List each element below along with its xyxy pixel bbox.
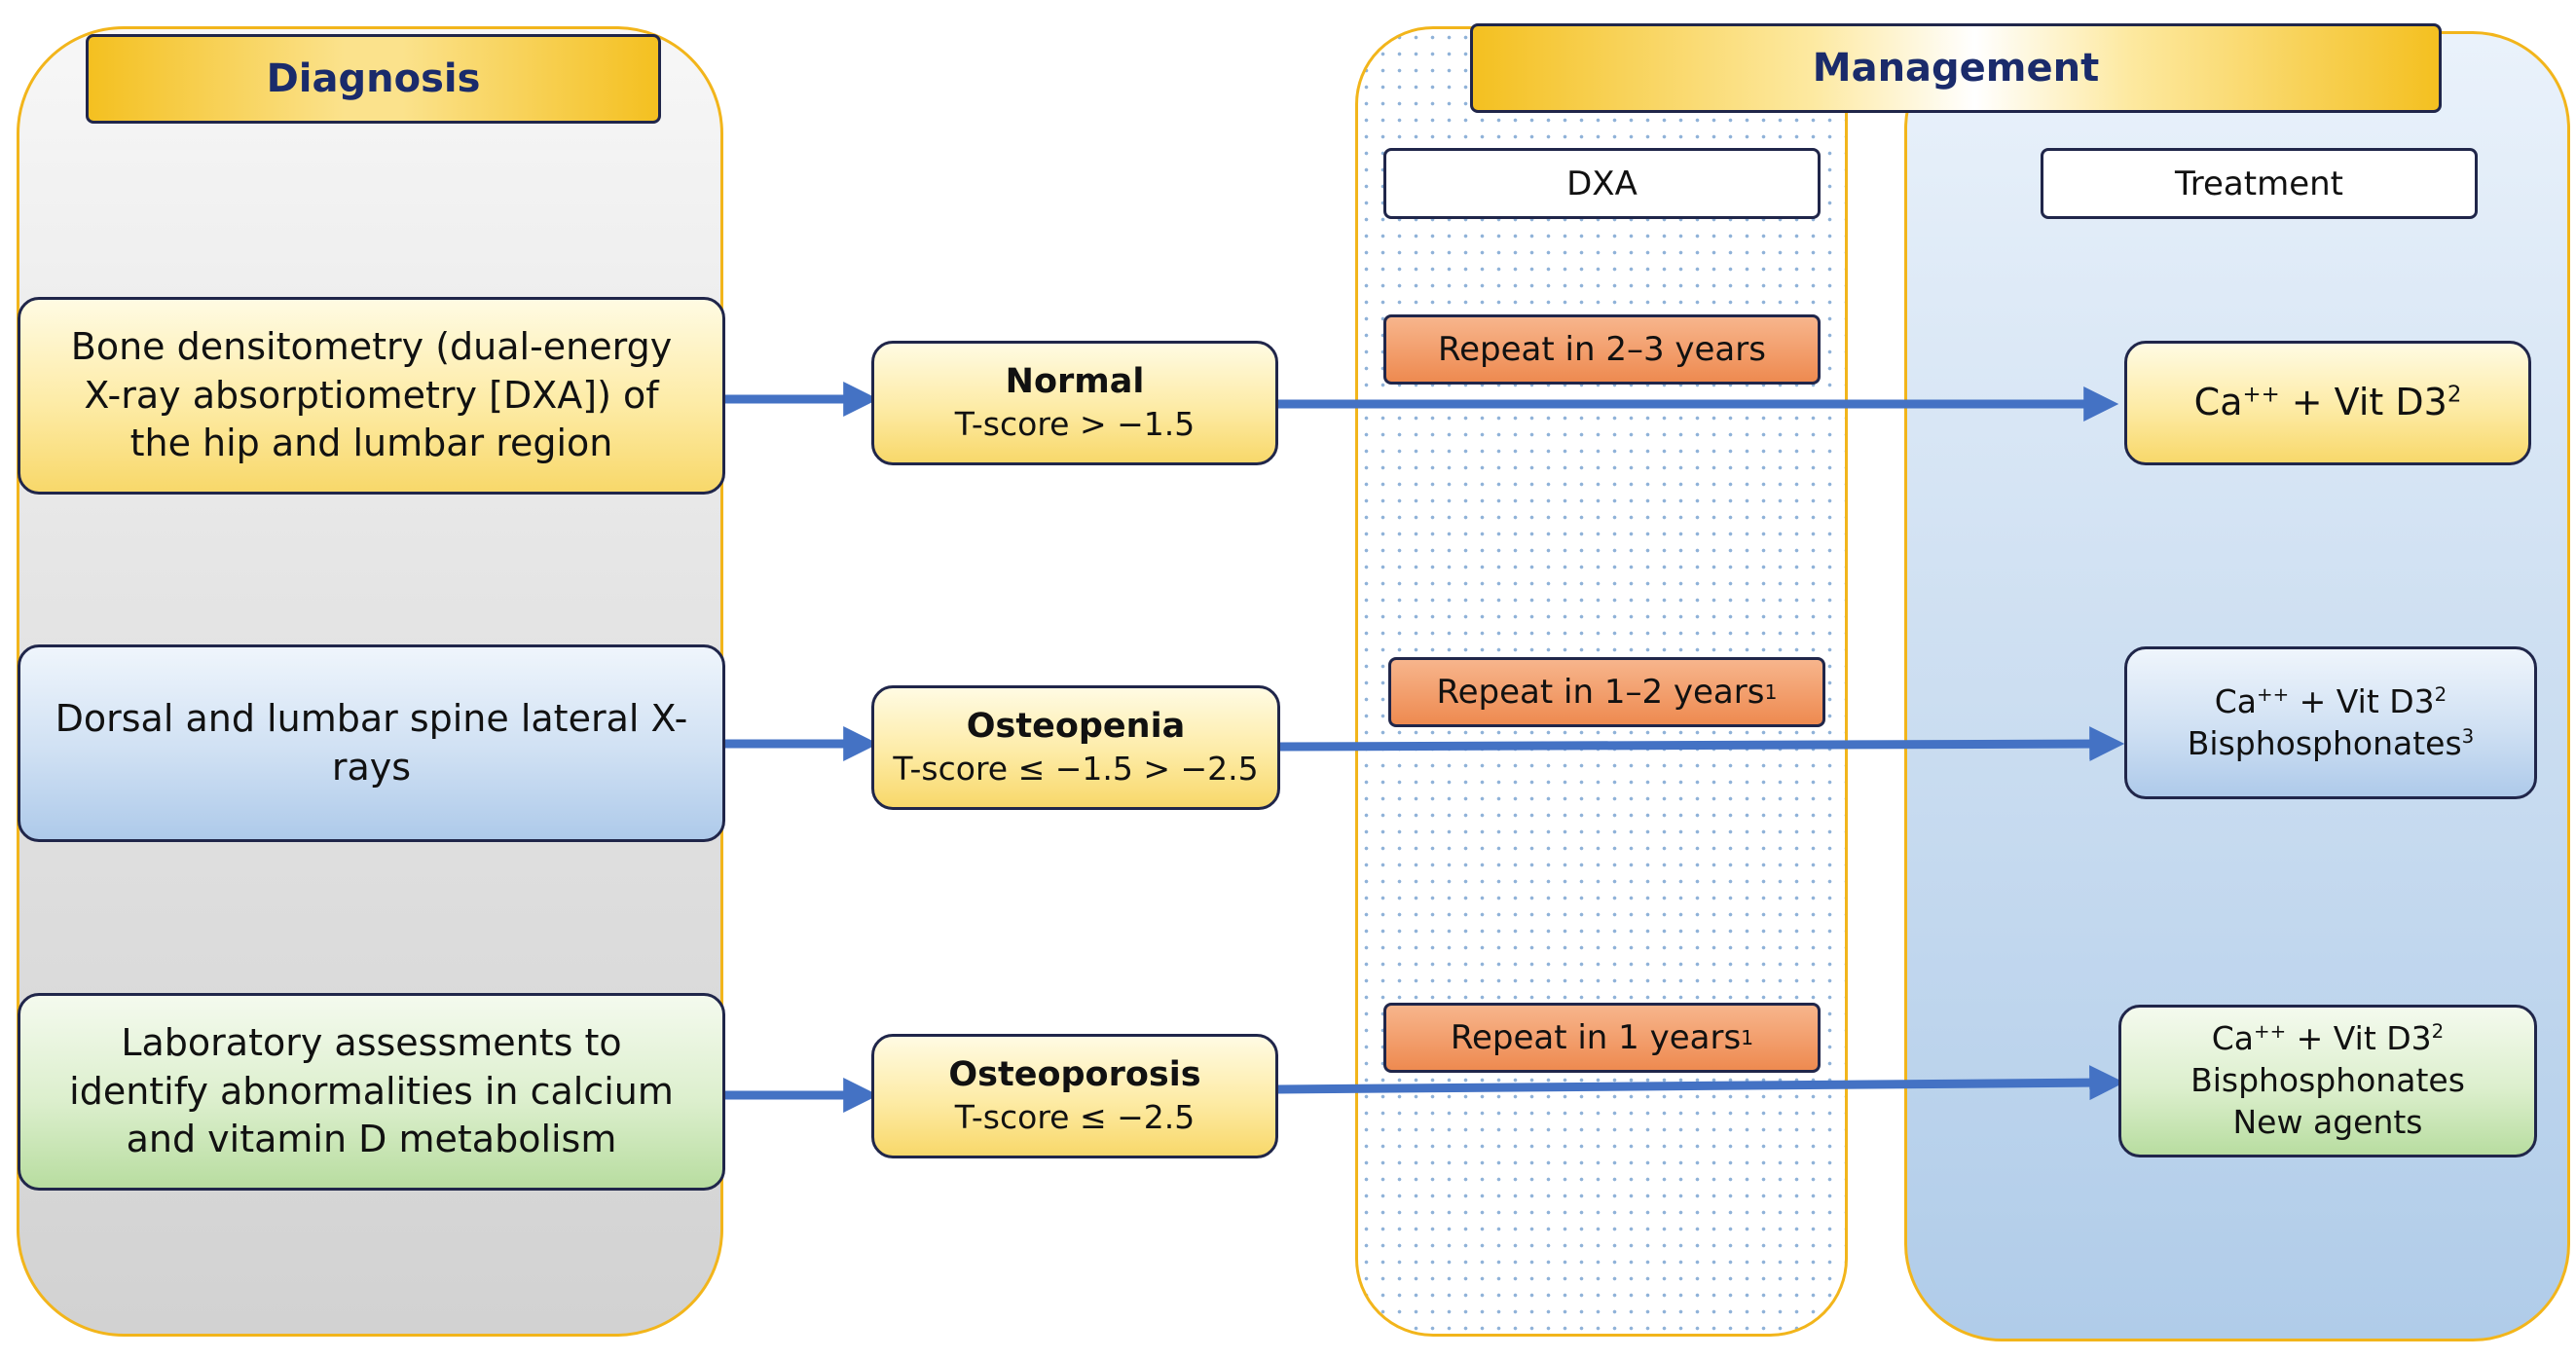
dxa-header: DXA [1383, 148, 1821, 219]
diagnosis-dxa-box: Bone densitometry (dual-energy X-ray abs… [18, 297, 725, 495]
management-header: Management [1470, 23, 2442, 113]
classification-normal-box: Normal T-score > −1.5 [871, 341, 1278, 465]
classification-normal-title: Normal [1005, 361, 1145, 401]
classification-osteopenia-box: Osteopenia T-score ≤ −1.5 > −2.5 [871, 685, 1280, 810]
treatment-normal-line1: Ca++ + Vit D32 [2194, 379, 2462, 426]
dxa-repeat-osteopenia-text: Repeat in 1–2 years [1436, 673, 1765, 712]
treatment-osteoporosis-vit: + Vit D3 [2286, 1019, 2432, 1058]
diagnosis-lab-box: Laboratory assessments to identify abnor… [18, 993, 725, 1191]
treatment-osteoporosis-line1: Ca++ + Vit D32 [2212, 1018, 2445, 1060]
treatment-header: Treatment [2041, 148, 2478, 219]
classification-osteoporosis-title: Osteoporosis [948, 1054, 1201, 1094]
treatment-normal-vit-sup: 2 [2447, 382, 2462, 408]
dxa-repeat-normal: Repeat in 2–3 years [1383, 314, 1821, 385]
diagnosis-lab-text: Laboratory assessments to identify abnor… [69, 1021, 674, 1161]
treatment-osteopenia-ca: Ca [2214, 681, 2258, 720]
treatment-osteopenia-line2: Bisphosphonates3 [2188, 723, 2474, 765]
treatment-normal-ca: Ca [2193, 381, 2243, 424]
treatment-osteopenia-vit: + Vit D3 [2289, 681, 2435, 720]
classification-normal-criterion: T-score > −1.5 [954, 405, 1196, 444]
treatment-osteopenia-bisphosphonates-sup: 3 [2461, 724, 2475, 748]
diagnosis-header: Diagnosis [86, 34, 661, 124]
treatment-normal-box: Ca++ + Vit D32 [2124, 341, 2531, 465]
classification-osteopenia-title: Osteopenia [966, 706, 1186, 746]
arrow-osteoporosis-to-treatment [1276, 1065, 2125, 1101]
diagnosis-xray-box: Dorsal and lumbar spine lateral X-rays [18, 644, 725, 842]
treatment-osteoporosis-ca: Ca [2211, 1019, 2255, 1058]
treatment-osteopenia-vit-sup: 2 [2434, 682, 2447, 706]
arrow-osteopenia-to-treatment [1278, 726, 2125, 762]
treatment-normal-vit: + Vit D3 [2279, 381, 2447, 424]
dxa-repeat-normal-text: Repeat in 2–3 years [1438, 330, 1766, 369]
treatment-osteoporosis-box: Ca++ + Vit D32 Bisphosphonates New agent… [2118, 1005, 2537, 1157]
treatment-osteoporosis-vit-sup: 2 [2431, 1020, 2445, 1044]
diagnosis-dxa-text: Bone densitometry (dual-energy X-ray abs… [70, 325, 673, 465]
treatment-osteoporosis-line2: Bisphosphonates [2190, 1061, 2465, 1100]
treatment-osteopenia-line1: Ca++ + Vit D32 [2215, 681, 2447, 723]
treatment-osteopenia-box: Ca++ + Vit D32 Bisphosphonates3 [2124, 646, 2537, 799]
classification-osteopenia-criterion: T-score ≤ −1.5 > −2.5 [893, 750, 1259, 789]
treatment-osteoporosis-ca-sup: ++ [2254, 1020, 2287, 1044]
classification-osteoporosis-box: Osteoporosis T-score ≤ −2.5 [871, 1034, 1278, 1158]
dxa-repeat-osteoporosis-text: Repeat in 1 years [1450, 1018, 1742, 1057]
classification-osteoporosis-criterion: T-score ≤ −2.5 [954, 1098, 1196, 1137]
treatment-normal-ca-sup: ++ [2242, 382, 2280, 408]
treatment-osteopenia-ca-sup: ++ [2257, 682, 2290, 706]
treatment-osteopenia-bisphosphonates: Bisphosphonates [2187, 723, 2462, 762]
diagnosis-xray-text: Dorsal and lumbar spine lateral X-rays [55, 697, 688, 789]
treatment-osteoporosis-line3: New agents [2232, 1102, 2423, 1141]
